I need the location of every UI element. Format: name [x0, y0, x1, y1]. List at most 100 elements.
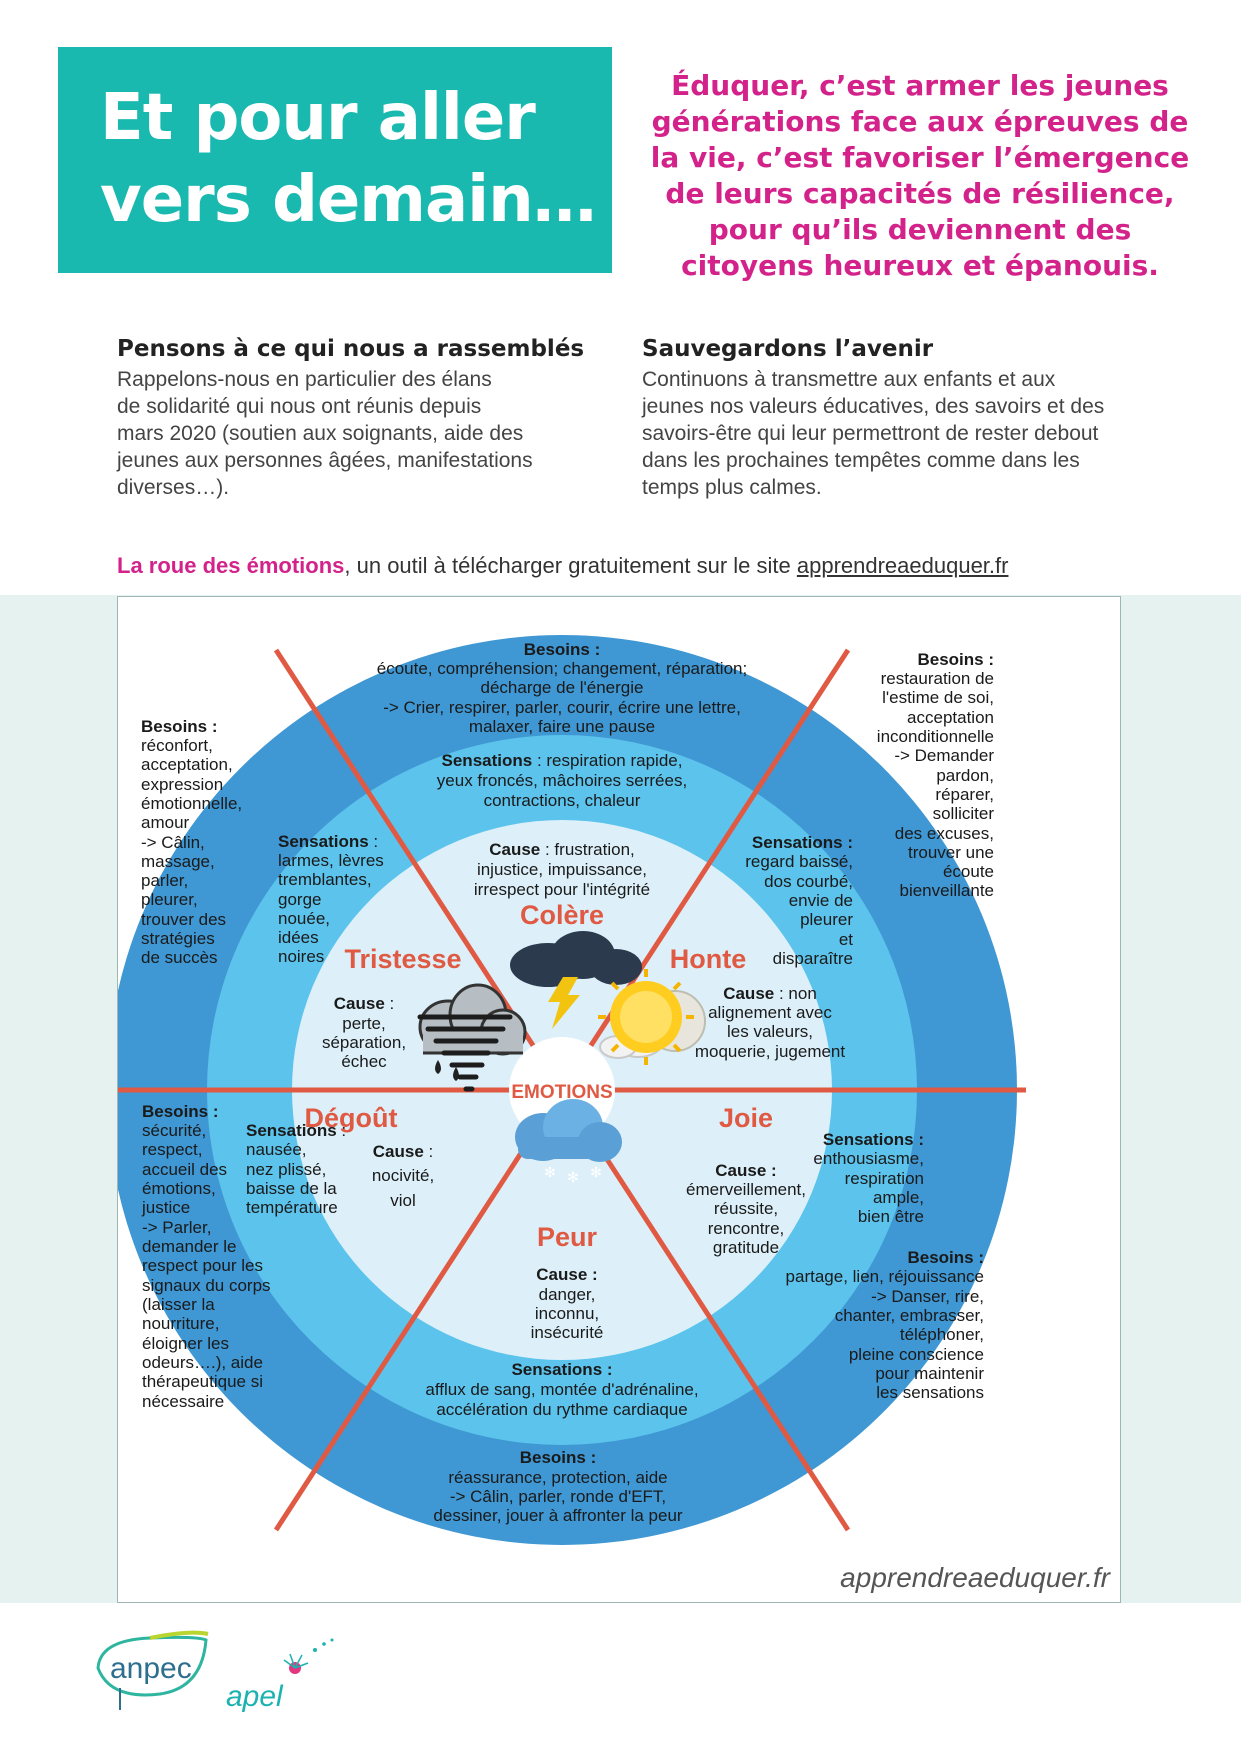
- peur-sensations-line: accélération du rythme cardiaque: [436, 1400, 687, 1419]
- degout-sensations-line: température: [246, 1198, 338, 1217]
- quote-line: générations face aux épreuves de: [651, 105, 1189, 138]
- peur-besoins-line: dessiner, jouer à affronter la peur: [433, 1506, 683, 1525]
- degout-besoins-line: signaux du corps: [142, 1276, 271, 1295]
- peur-cause-line: insécurité: [531, 1323, 604, 1342]
- degout-besoins-line: sécurité,: [142, 1121, 206, 1140]
- peur-cause-label: Cause :: [536, 1265, 597, 1284]
- title-banner: Et pour aller vers demain…: [58, 47, 612, 273]
- peur-cause-line: danger,: [539, 1285, 596, 1304]
- peur-cause-line: inconnu,: [535, 1304, 599, 1323]
- tristesse-sensations-line: larmes, lèvres: [278, 851, 384, 870]
- emotion-label-degout: Dégoût: [305, 1103, 398, 1133]
- degout-besoins-line: thérapeutique si: [142, 1372, 263, 1391]
- tristesse-cause: Cause :: [334, 994, 394, 1013]
- colere-sensations-line: yeux froncés, mâchoires serrées,: [437, 771, 687, 790]
- column-text: Continuons à transmettre aux enfants et …: [642, 366, 1142, 501]
- tristesse-besoins-line: massage,: [141, 852, 215, 871]
- honte-sensations-line: dos courbé,: [764, 872, 853, 891]
- honte-besoins-line: réparer,: [935, 785, 994, 804]
- degout-besoins-line: (laisser la: [142, 1295, 215, 1314]
- colere-cause-line: irrespect pour l'intégrité: [474, 880, 650, 899]
- tristesse-cause-line: échec: [341, 1052, 387, 1071]
- intro-quote: Éduquer, c’est armer les jeunes générati…: [640, 68, 1200, 284]
- tool-description: , un outil à télécharger gratuitement su…: [344, 553, 797, 578]
- peur-besoins-label: Besoins :: [520, 1448, 597, 1467]
- joie-cause-line: émerveillement,: [686, 1180, 806, 1199]
- colere-cause: Cause : frustration,: [489, 840, 635, 859]
- tristesse-besoins-line: -> Câlin,: [141, 833, 205, 852]
- tristesse-cause-line: perte,: [342, 1014, 385, 1033]
- honte-sensations-line: regard baissé,: [745, 852, 853, 871]
- joie-cause-line: rencontre,: [708, 1219, 785, 1238]
- colere-sensations: Sensations : respiration rapide,: [442, 751, 683, 770]
- emotion-wheel-graphic: EMOTIONS: [118, 635, 1112, 1593]
- anpec-wordmark: anpec: [110, 1652, 192, 1685]
- emotion-wheel: EMOTIONS: [117, 596, 1121, 1603]
- footer-logos: anpec apel: [90, 1628, 350, 1728]
- joie-sensations-line: enthousiasme,: [813, 1149, 924, 1168]
- tristesse-besoins-line: expression: [141, 775, 223, 794]
- colere-besoins-line: -> Crier, respirer, parler, courir, écri…: [383, 698, 741, 717]
- peur-sensations-label: Sensations :: [511, 1360, 612, 1379]
- joie-besoins-line: chanter, embrasser,: [835, 1306, 984, 1325]
- snow-cloud-icon: ✻ ✻ ✻: [515, 1099, 622, 1185]
- joie-sensations-line: ample,: [873, 1188, 924, 1207]
- apel-wordmark: apel: [226, 1680, 284, 1713]
- degout-sensations-line: baisse de la: [246, 1179, 337, 1198]
- joie-sensations-line: bien être: [858, 1207, 924, 1226]
- colere-sensations-line: contractions, chaleur: [484, 791, 641, 810]
- emotion-label-joie: Joie: [719, 1103, 773, 1133]
- tristesse-besoins-line: réconfort,: [141, 736, 213, 755]
- honte-besoins-label: Besoins :: [917, 650, 994, 669]
- emotion-label-peur: Peur: [537, 1222, 598, 1252]
- text-line: savoirs-être qui leur permettront de res…: [642, 422, 1099, 445]
- degout-sensations-line: nausée,: [246, 1140, 307, 1159]
- column-heading: Pensons à ce qui nous a rassemblés: [117, 336, 585, 362]
- degout-besoins-line: accueil des: [142, 1160, 227, 1179]
- site-link[interactable]: apprendreaeduquer.fr: [796, 553, 1009, 578]
- degout-besoins-line: -> Parler,: [142, 1218, 211, 1237]
- degout-sensations: Sensations :: [246, 1121, 346, 1140]
- center-label: EMOTIONS: [511, 1082, 612, 1103]
- degout-cause-line: nocivité,: [372, 1166, 434, 1185]
- title-line-2: vers demain…: [100, 163, 597, 237]
- text-line: jeunes nos valeurs éducatives, des savoi…: [642, 395, 1105, 418]
- honte-besoins-line: écoute: [943, 862, 994, 881]
- emotion-label-honte: Honte: [670, 944, 747, 974]
- quote-line: la vie, c’est favoriser l’émergence: [650, 141, 1190, 174]
- tristesse-cause-line: séparation,: [322, 1033, 406, 1052]
- quote-line: citoyens heureux et épanouis.: [681, 249, 1159, 282]
- honte-besoins-line: restauration de: [881, 669, 994, 688]
- honte-besoins-line: l'estime de soi,: [882, 688, 994, 707]
- tristesse-besoins-line: trouver des: [141, 910, 226, 929]
- joie-sensations-line: respiration: [845, 1169, 924, 1188]
- honte-besoins-line: trouver une: [908, 843, 994, 862]
- emotion-label-colere: Colère: [520, 900, 604, 930]
- column-rassembles: Pensons à ce qui nous a rassemblés Rappe…: [117, 336, 617, 501]
- peur-besoins-line: -> Câlin, parler, ronde d'EFT,: [450, 1487, 666, 1506]
- honte-sensations-line: pleurer: [800, 910, 853, 929]
- joie-besoins-line: pour maintenir: [875, 1364, 984, 1383]
- joie-besoins-line: pleine conscience: [849, 1345, 984, 1364]
- text-line: jeunes aux personnes âgées, manifestatio…: [117, 449, 533, 472]
- tristesse-besoins-line: amour: [141, 813, 190, 832]
- text-line: diverses…).: [117, 476, 230, 499]
- tristesse-sensations-line: gorge: [278, 890, 321, 909]
- tristesse-sensations-line: nouée,: [278, 909, 330, 928]
- tornado-icon: [417, 1014, 513, 1092]
- joie-besoins-line: partage, lien, réjouissance: [786, 1267, 984, 1286]
- joie-cause-line: gratitude: [713, 1238, 779, 1257]
- text-line: mars 2020 (soutien aux soignants, aide d…: [117, 422, 524, 445]
- peur-sensations-line: afflux de sang, montée d'adrénaline,: [425, 1380, 698, 1399]
- logos-graphic: anpec apel: [96, 1630, 334, 1713]
- peur-besoins-line: réassurance, protection, aide: [448, 1468, 667, 1487]
- degout-besoins-line: respect pour les: [142, 1256, 263, 1275]
- joie-sensations-label: Sensations :: [823, 1130, 924, 1149]
- quote-line: de leurs capacités de résilience,: [665, 177, 1175, 210]
- honte-besoins-line: des excuses,: [895, 824, 994, 843]
- column-avenir: Sauvegardons l’avenir Continuons à trans…: [642, 336, 1142, 501]
- column-heading: Sauvegardons l’avenir: [642, 336, 934, 362]
- degout-besoins-line: éloigner les: [142, 1334, 229, 1353]
- degout-besoins-line: nourriture,: [142, 1314, 219, 1333]
- joie-besoins-line: les sensations: [876, 1383, 984, 1402]
